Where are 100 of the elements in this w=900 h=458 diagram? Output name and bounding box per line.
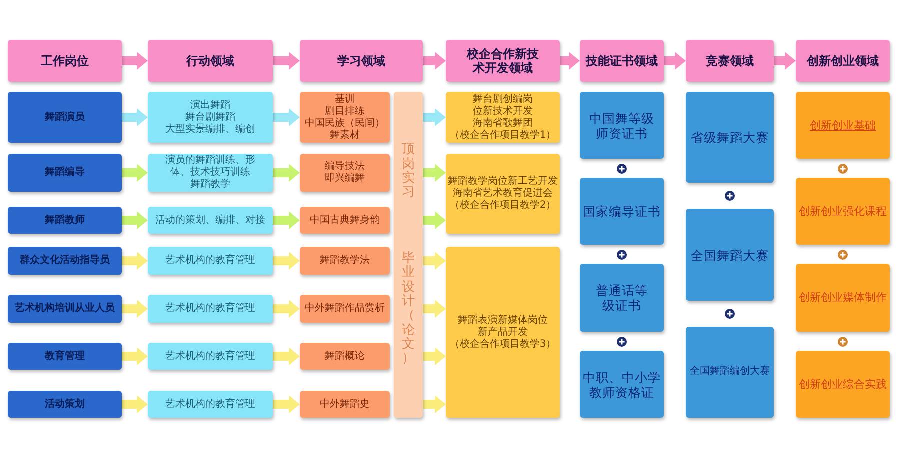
course-box xyxy=(300,343,390,370)
column-header xyxy=(686,40,774,82)
course-name: 中国古典舞身韵 xyxy=(310,214,380,226)
job-title: 舞蹈教师 xyxy=(45,214,85,226)
action-box xyxy=(148,247,273,275)
contest-box xyxy=(686,327,774,418)
contest-name: 全国舞蹈编创大赛 xyxy=(690,366,770,379)
job-box xyxy=(8,391,122,418)
arrow xyxy=(122,348,148,366)
certificate-box xyxy=(580,178,664,245)
arrow xyxy=(122,108,148,126)
course-box xyxy=(300,295,390,323)
project-text: 舞蹈表演新媒体岗位新产品开发 xyxy=(457,314,549,338)
header-label: 创新创业领域 xyxy=(807,54,879,68)
innovation-course: 创新创业媒体制作 xyxy=(799,291,887,305)
job-title: 舞蹈演员 xyxy=(45,112,85,124)
innovation-box xyxy=(796,178,890,245)
arrow xyxy=(273,300,300,318)
course-box xyxy=(300,391,390,418)
action-box xyxy=(148,92,273,143)
certificate-box xyxy=(580,264,664,332)
action-box xyxy=(148,295,273,323)
course-box xyxy=(300,92,390,143)
certificate-box xyxy=(580,351,664,418)
job-box xyxy=(8,295,122,323)
arrow xyxy=(423,300,446,318)
action-box xyxy=(148,343,273,370)
project-text: （校企合作项目教学3） xyxy=(450,338,556,350)
arrow xyxy=(273,396,300,414)
innovation-box xyxy=(796,264,890,332)
job-box xyxy=(8,92,122,143)
course-name: 中外舞蹈作品赏析 xyxy=(305,303,385,315)
arrow xyxy=(122,396,148,414)
header-label: 校企合作新技术开发领域 xyxy=(466,46,540,76)
course-box xyxy=(300,247,390,275)
certificate-name: 中国舞等级师资证书 xyxy=(588,110,656,140)
column-header xyxy=(300,40,423,82)
job-box xyxy=(8,154,122,192)
arrow xyxy=(273,52,300,70)
course-name: 基训 xyxy=(335,94,355,106)
course-name: 中国民族（民间）舞素材 xyxy=(304,118,386,142)
certificate-box xyxy=(580,92,664,159)
certificate-name: 普通话等级证书 xyxy=(595,283,649,313)
contest-box xyxy=(686,209,774,301)
job-box xyxy=(8,247,122,275)
action-item: 演员的舞蹈训练、形体、技术技巧训练 xyxy=(164,155,256,178)
arrow xyxy=(273,108,300,126)
column-header xyxy=(446,40,560,82)
job-title: 教育管理 xyxy=(45,350,85,362)
action-item: 舞台剧舞蹈 xyxy=(186,112,236,124)
arrow xyxy=(122,164,148,182)
contest-box xyxy=(686,92,774,183)
arrow xyxy=(122,300,148,318)
arrow xyxy=(273,164,300,182)
column-header xyxy=(148,40,273,82)
course-name: 编导技法 xyxy=(325,161,365,172)
arrow xyxy=(423,212,446,230)
header-label: 学习领域 xyxy=(338,54,386,68)
arrow xyxy=(774,52,796,70)
arrow xyxy=(122,252,148,270)
arrow xyxy=(560,52,580,70)
certificate-name: 国家编导证书 xyxy=(583,204,661,219)
course-box xyxy=(300,207,390,234)
arrow xyxy=(423,348,446,366)
job-box xyxy=(8,343,122,370)
project-text: （校企合作项目教学2） xyxy=(450,200,556,212)
arrow xyxy=(423,252,446,270)
innovation-box xyxy=(796,351,890,418)
arrow xyxy=(273,212,300,230)
action-item: 艺术机构的教育管理 xyxy=(166,350,256,362)
innovation-box xyxy=(796,92,890,159)
header-label: 工作岗位 xyxy=(41,54,89,68)
job-box xyxy=(8,207,122,234)
job-title: 群众文化活动指导员 xyxy=(20,255,110,267)
project-box xyxy=(446,247,560,418)
header-label: 技能证书领域 xyxy=(586,54,658,68)
column-header xyxy=(796,40,890,82)
contest-name: 省级舞蹈大赛 xyxy=(691,130,769,145)
project-text: 舞台剧创编岗位新技术开发 xyxy=(472,94,534,118)
action-item: 演出舞蹈 xyxy=(190,100,230,112)
arrow xyxy=(664,52,686,70)
certificate-name: 中职、中小学教师资格证 xyxy=(582,370,662,400)
action-box xyxy=(148,391,273,418)
arrow xyxy=(122,212,148,230)
contest-name: 全国舞蹈大赛 xyxy=(691,248,769,262)
course-name: 剧目排练 xyxy=(325,106,365,118)
arrow xyxy=(273,348,300,366)
project-text: 海南省歌舞团 xyxy=(473,118,533,130)
action-item: 舞蹈教学 xyxy=(190,179,230,191)
project-box xyxy=(446,92,560,143)
course-box xyxy=(300,154,390,192)
job-title: 艺术机构培训从业人员 xyxy=(15,303,115,315)
project-text: 舞蹈教学岗位新工艺开发 xyxy=(448,176,558,188)
arrow xyxy=(423,396,446,414)
column-header xyxy=(8,40,122,82)
band-label: 毕业设计（论文） xyxy=(402,252,415,366)
course-name: 中外舞蹈史 xyxy=(320,398,370,410)
project-box xyxy=(446,154,560,234)
header-label: 竞赛领域 xyxy=(706,54,754,68)
innovation-course: 创新创业强化课程 xyxy=(799,204,887,218)
